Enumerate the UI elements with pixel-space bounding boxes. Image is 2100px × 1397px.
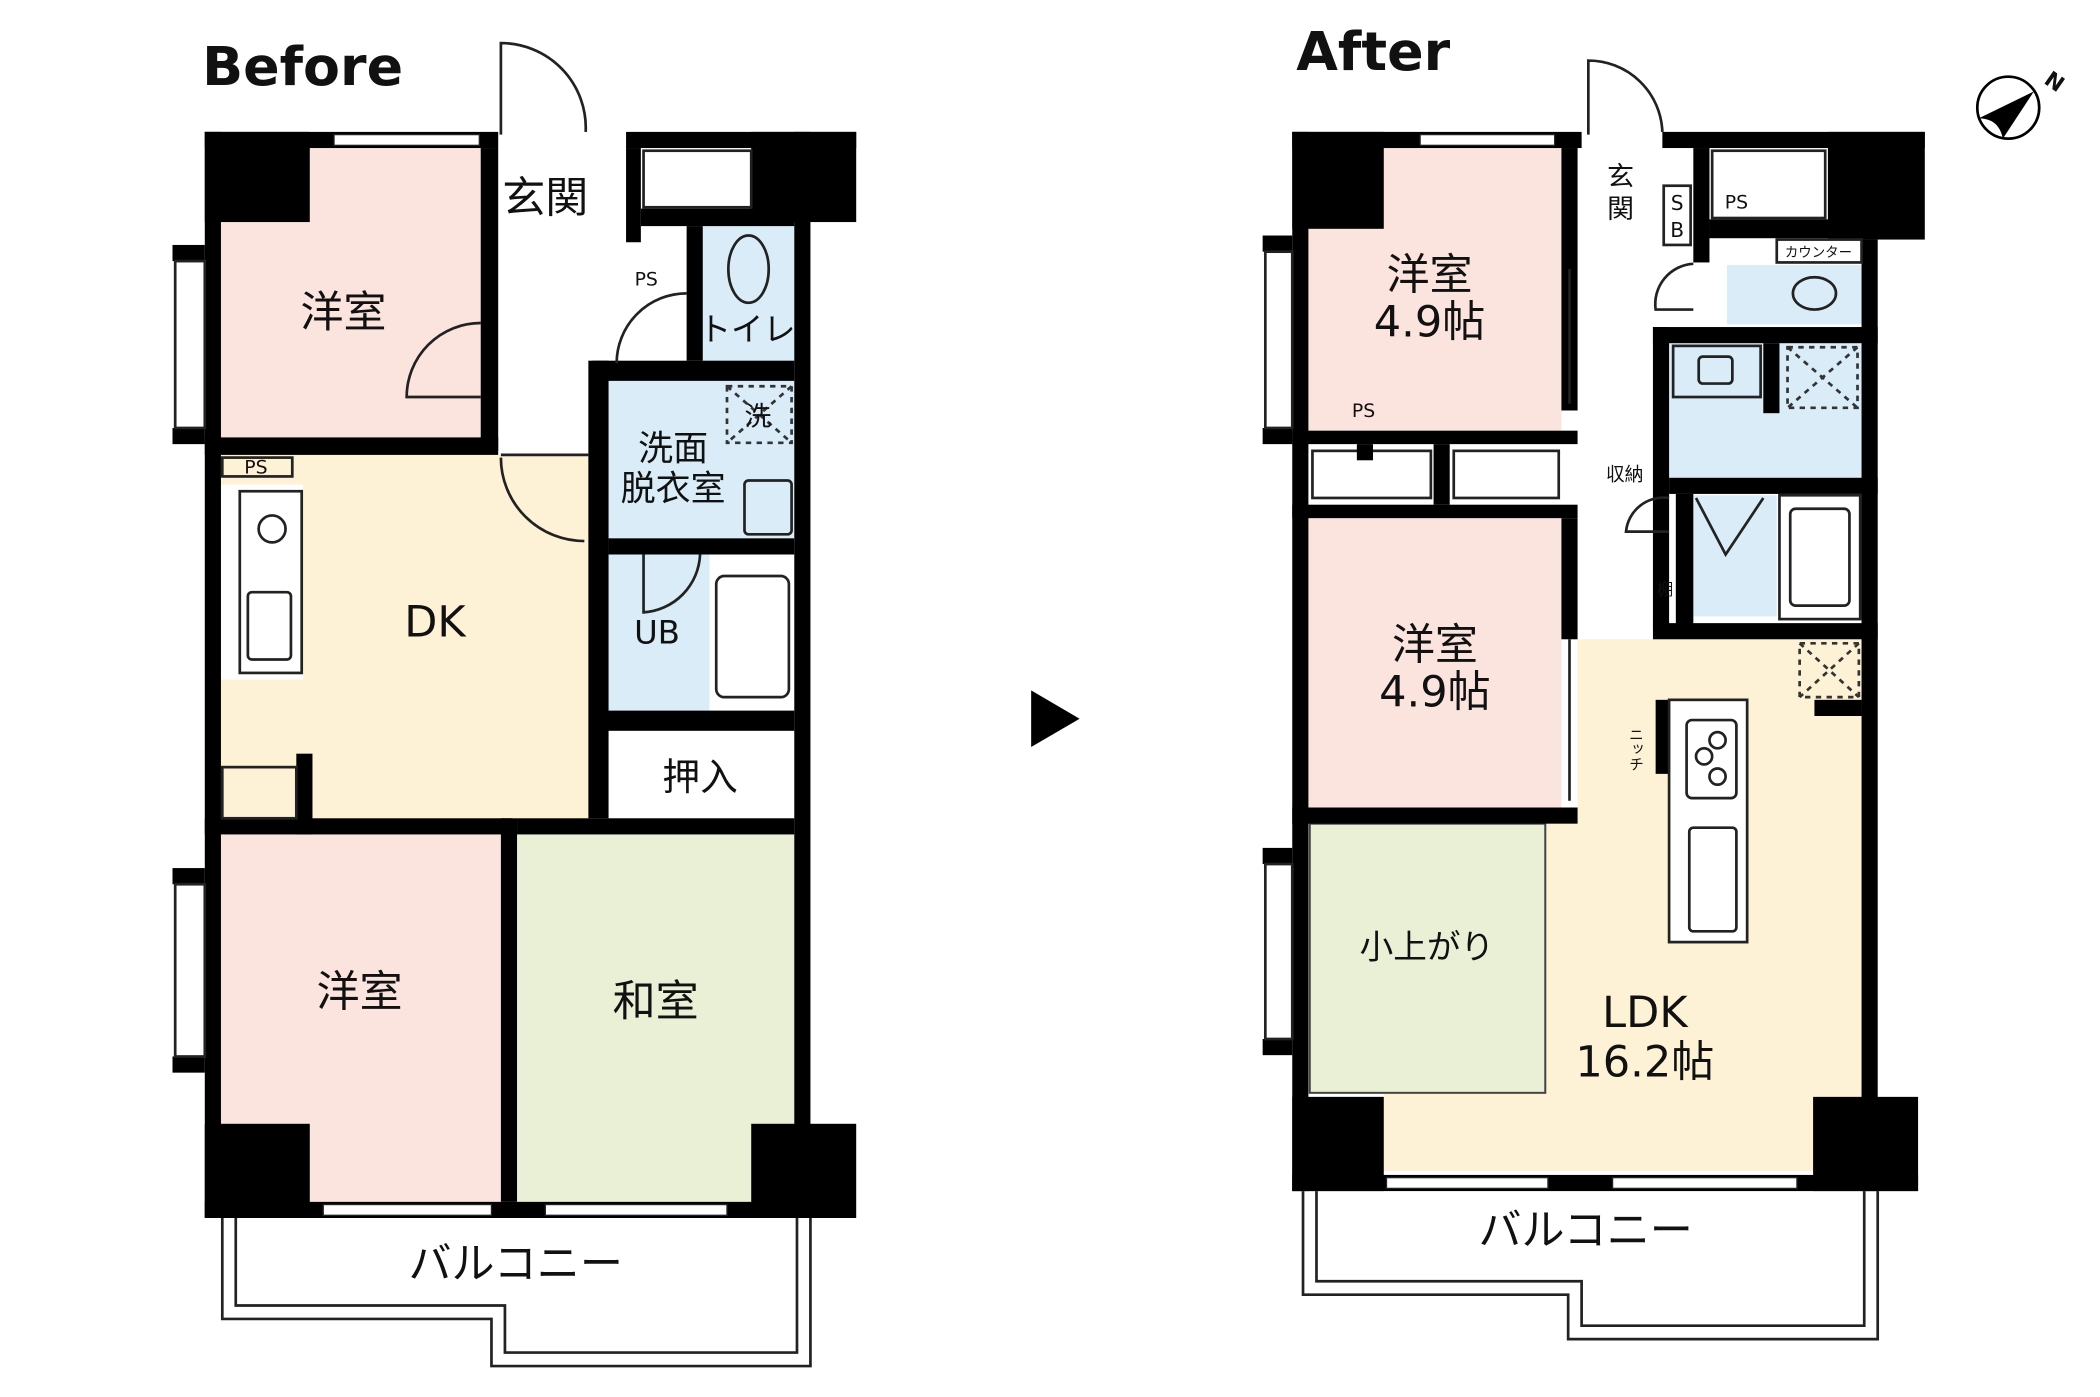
compass-label: N	[2039, 67, 2068, 98]
label-washroom: 洗面	[638, 429, 708, 469]
window	[322, 1203, 493, 1216]
door[interactable]	[1653, 262, 1694, 311]
window	[1263, 862, 1294, 1041]
window	[333, 133, 481, 147]
play-arrow-icon	[1031, 690, 1080, 747]
label-dk: DK	[404, 598, 467, 648]
window	[1385, 1176, 1549, 1190]
label-ps: PS	[1725, 193, 1748, 214]
label-unit-bath: UB	[634, 613, 680, 651]
label-closet: 押入	[662, 755, 737, 799]
stove-icon	[257, 514, 287, 544]
label-ldk-size: 16.2帖	[1575, 1038, 1714, 1088]
storage-box	[1710, 149, 1827, 220]
balcony-outline	[1301, 1191, 1880, 1341]
japanese-room	[517, 834, 795, 1202]
label-western-room-top-size: 4.9帖	[1374, 297, 1486, 347]
label-western-room-top: 洋室	[1386, 250, 1472, 300]
shoe-box	[1662, 184, 1692, 247]
label-niche: ニッチ	[1627, 727, 1644, 771]
label-western-room-top: 洋室	[300, 288, 386, 338]
stove-icon	[1685, 718, 1738, 800]
raised-area	[1308, 822, 1547, 1094]
counter	[1775, 238, 1863, 264]
door[interactable]	[499, 453, 589, 543]
label-ps: PS	[1352, 401, 1375, 422]
kitchen-counter	[238, 489, 304, 675]
door[interactable]	[615, 292, 687, 364]
label-ldk: LDK	[1602, 988, 1689, 1038]
label-balcony: バルコニー	[409, 1240, 623, 1290]
window	[173, 259, 207, 430]
label-shoe-box: B	[1670, 218, 1684, 242]
label-ps: PS	[635, 269, 658, 290]
label-ps: PS	[244, 458, 267, 479]
closet	[1452, 449, 1561, 500]
door[interactable]	[642, 554, 702, 614]
bathroom	[1693, 495, 1777, 617]
window	[1611, 1176, 1798, 1190]
north-compass-icon: N	[1975, 67, 2069, 140]
entrance-door[interactable]	[499, 41, 588, 135]
western-room-mid	[1308, 518, 1562, 808]
label-washroom: 脱衣室	[621, 470, 726, 510]
label-raised-area: 小上がり	[1360, 927, 1495, 966]
label-japanese-room: 和室	[613, 977, 699, 1027]
entrance-door[interactable]	[1586, 59, 1664, 135]
window	[1419, 133, 1556, 147]
balcony-outline	[220, 1218, 812, 1368]
label-entrance: 玄関	[502, 174, 588, 224]
label-balcony: バルコニー	[1478, 1206, 1692, 1256]
bathtub-icon	[1788, 507, 1851, 607]
label-western-room-mid-size: 4.9帖	[1379, 668, 1491, 718]
label-entrance: 玄	[1607, 162, 1634, 193]
storage	[220, 765, 298, 820]
ps	[220, 456, 294, 478]
kitchen-sink-icon	[1687, 826, 1738, 933]
kitchen-sink-icon	[246, 590, 293, 661]
toilet-icon	[1791, 275, 1838, 311]
fridge-space-icon	[1798, 641, 1861, 699]
after-plan: After N	[1262, 20, 2069, 1341]
label-entrance: 関	[1607, 194, 1634, 225]
door[interactable]	[405, 321, 481, 399]
folding-door[interactable]	[1694, 497, 1765, 558]
dining-kitchen	[219, 454, 589, 819]
washbasin	[1671, 344, 1762, 399]
label-storage: 収納	[1606, 463, 1644, 485]
label-counter: カウンター	[1785, 245, 1852, 261]
washroom	[608, 380, 795, 539]
washer-space-icon	[1786, 345, 1859, 410]
label-western-room-mid: 洋室	[1392, 620, 1478, 670]
label-shelf: 棚	[1657, 580, 1673, 599]
bathtub-icon	[714, 574, 791, 699]
bathtub-area	[1778, 493, 1862, 621]
door[interactable]	[1624, 496, 1670, 533]
toilet-room	[702, 226, 795, 361]
washer-space-icon	[725, 384, 793, 445]
window	[544, 1203, 728, 1216]
label-toilet: トイレ	[699, 311, 796, 349]
storage-box	[642, 149, 753, 209]
window	[173, 882, 207, 1058]
sink-icon	[1697, 355, 1734, 385]
sink-icon	[743, 479, 793, 536]
label-shoe-box: S	[1671, 191, 1684, 215]
before-title: Before	[202, 35, 403, 98]
label-western-room-bottom: 洋室	[317, 968, 403, 1018]
before-plan: Before	[172, 35, 857, 1368]
toilet-icon	[726, 234, 771, 305]
window	[1263, 250, 1294, 430]
label-washer: 洗	[744, 401, 771, 432]
after-title: After	[1296, 20, 1450, 83]
